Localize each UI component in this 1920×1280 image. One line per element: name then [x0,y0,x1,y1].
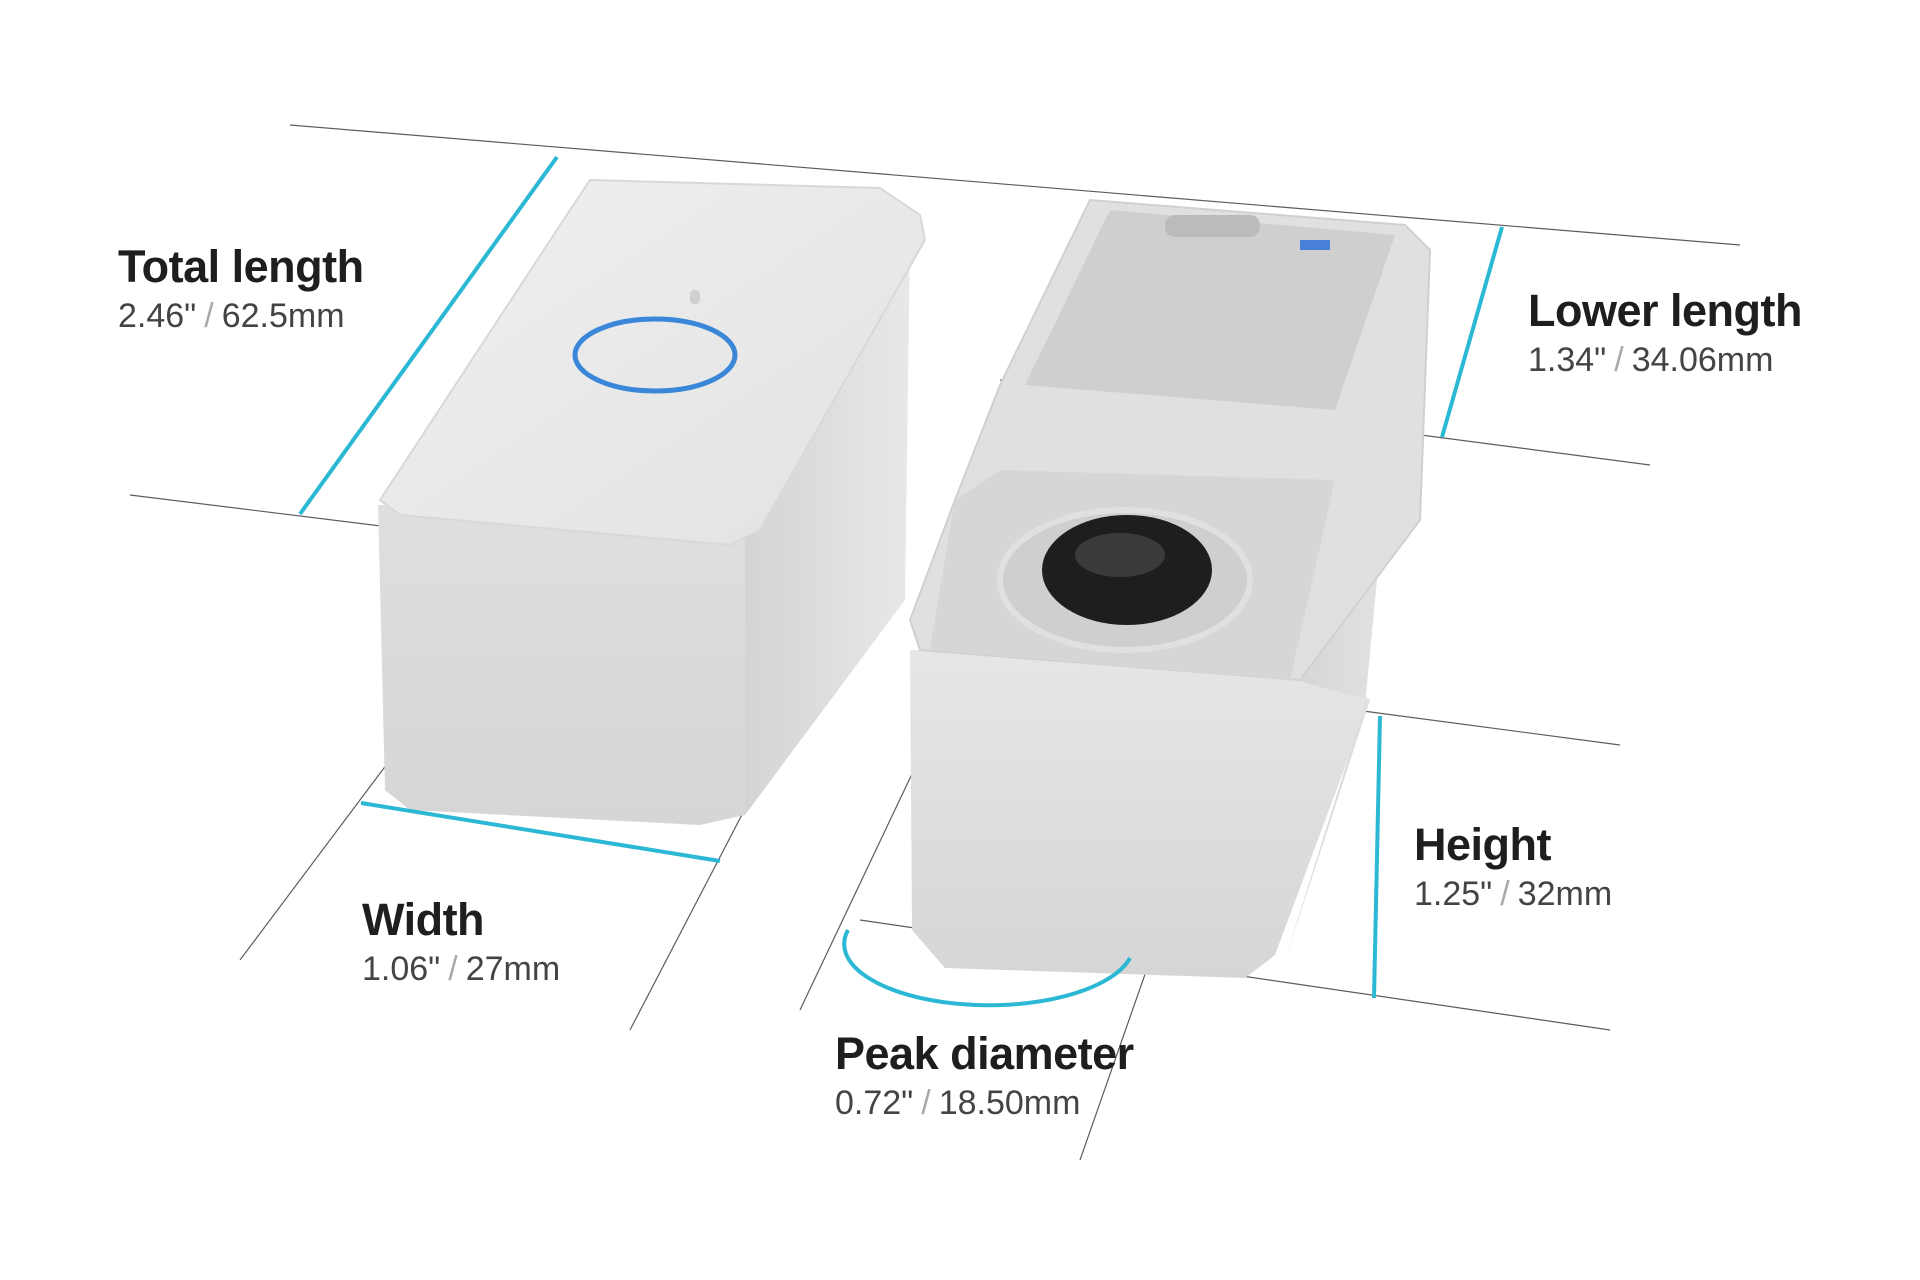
separator: / [1614,341,1624,379]
peak-diameter-title: Peak diameter [835,1028,1134,1079]
mm: 62.5mm [221,297,345,335]
separator: / [448,950,458,988]
peak-diameter-label: Peak diameter 0.72"/18.50mm [835,1031,1134,1120]
height-title: Height [1414,819,1552,870]
width-value: 1.06"/27mm [362,952,560,986]
total-length-value: 2.46"/62.5mm [118,299,364,333]
inches: 1.06" [362,950,441,988]
separator: / [204,297,214,335]
total-length-title: Total length [118,241,364,292]
left-device [378,178,927,825]
right-device [908,198,1432,978]
mm: 32mm [1517,875,1613,913]
total-length-marker [298,155,559,516]
lower-length-value: 1.34"/34.06mm [1528,343,1802,377]
inches: 1.34" [1528,341,1607,379]
button-ring [572,316,738,394]
height-marker [1372,715,1382,999]
inches: 2.46" [118,297,197,335]
peak-diameter-value: 0.72"/18.50mm [835,1086,1134,1120]
width-title: Width [362,894,485,945]
width-label: Width 1.06"/27mm [362,897,560,986]
lower-length-label: Lower length 1.34"/34.06mm [1528,285,1803,377]
total-length-label: Total length 2.46"/62.5mm [118,244,364,333]
separator: / [1500,875,1510,913]
separator: / [921,1084,931,1122]
height-value: 1.25"/32mm [1414,877,1612,911]
inches: 1.25" [1414,875,1493,913]
peak-diameter-marker [842,929,1132,1008]
mm: 18.50mm [938,1084,1081,1122]
width-marker [360,801,721,863]
lower-length-marker [1440,226,1504,438]
mm: 34.06mm [1631,341,1774,379]
lower-length-title: Lower length [1528,285,1803,336]
mm: 27mm [465,950,561,988]
inches: 0.72" [835,1084,914,1122]
height-label: Height 1.25"/32mm [1414,822,1612,911]
dimension-markers [298,155,1504,1008]
